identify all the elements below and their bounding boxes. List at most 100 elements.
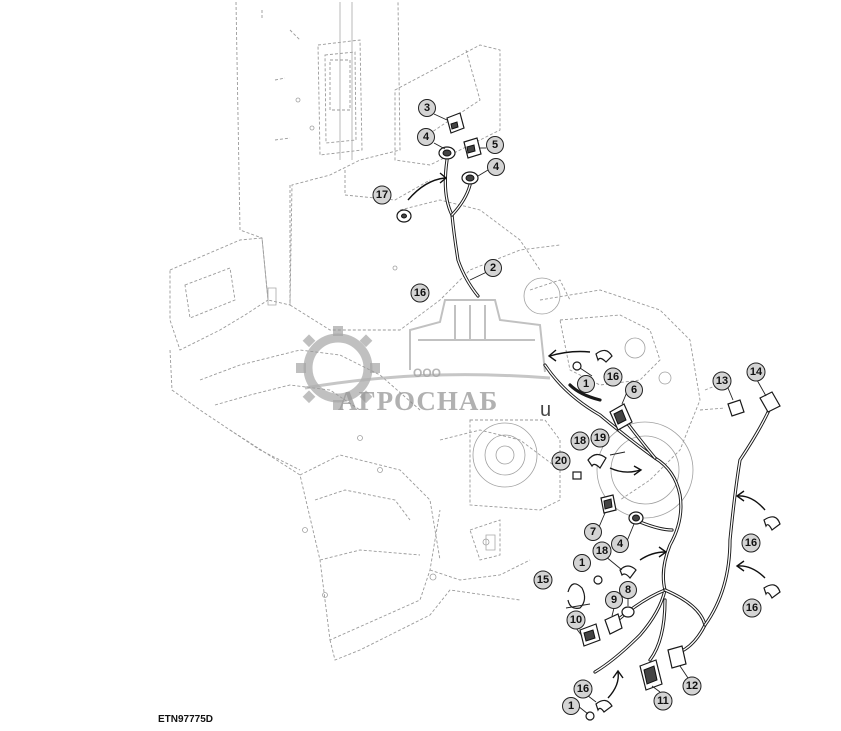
callout-4-lower-label: 4 [493,161,500,173]
callout-8: 8 [619,581,637,599]
harvester-logo-icon [409,299,546,373]
watermark-suffix: u [540,399,551,421]
callout-12-label: 12 [686,680,698,692]
callout-16-c-label: 16 [745,537,757,549]
callout-18-a-label: 18 [574,435,586,447]
callout-13-label: 13 [716,375,728,387]
callout-1-bottom-label: 1 [568,700,574,712]
callout-8-label: 8 [625,584,631,596]
callout-3-label: 3 [424,102,430,114]
arrow-18-lower [639,551,666,561]
callout-20-label: 20 [555,455,567,467]
clip-18-lower [619,565,637,579]
callout-20: 20 [551,451,571,471]
watermark-prefix: ООО [413,366,441,380]
relay-socket-lower [461,171,479,185]
socket-4-mid [628,511,644,525]
arrow-16-bottom [607,671,619,699]
callout-16-b: 16 [603,367,623,387]
callout-2: 2 [484,259,502,277]
connector-6 [609,403,633,431]
company-watermark: ООО АГРОСНАБ u [296,299,551,421]
callout-4-lower: 4 [487,158,505,176]
callout-6-label: 6 [631,384,637,396]
bolt-1-mid [593,575,603,585]
callout-14-label: 14 [750,366,763,378]
figure-code: ETN97775D [158,714,213,725]
callout-10-label: 10 [570,614,582,626]
callout-5-label: 5 [492,139,498,151]
callout-12: 12 [682,676,702,696]
callout-4-upper: 4 [417,128,435,146]
callout-4-upper-label: 4 [423,131,430,143]
relay-socket-upper [438,146,456,160]
callout-1-upper-label: 1 [583,378,589,390]
callout-19: 19 [590,428,610,448]
relay-3 [446,112,465,134]
arrow-16-right-upper [737,495,766,511]
clip-16-bottom [595,699,613,713]
relay-5 [463,137,482,159]
callout-11: 11 [653,691,673,711]
callout-16-a: 16 [410,283,430,303]
callout-17-label: 17 [376,189,388,201]
callout-14: 14 [746,362,766,382]
callout-19-label: 19 [594,432,606,444]
clip-16-right-lower [763,584,781,599]
callout-15: 15 [533,570,553,590]
clip-18-19 [587,451,626,469]
wiring-harness [443,158,772,674]
callout-1-mid: 1 [573,554,591,572]
direction-arrows [407,172,766,699]
callout-16-e-label: 16 [577,683,589,695]
gear-logo-icon [296,326,380,410]
callout-10: 10 [566,610,586,630]
callout-1-mid-label: 1 [579,557,585,569]
callout-7-label: 7 [590,526,596,538]
clamp-15 [565,583,591,609]
connector-11 [639,659,663,691]
callout-16-a-label: 16 [414,287,426,299]
callout-9-label: 9 [611,594,617,606]
callout-15-label: 15 [537,574,549,586]
callout-16-d-label: 16 [746,602,758,614]
callout-16-d: 16 [742,598,762,618]
arrow-17 [407,177,446,201]
connector-13 [727,399,745,417]
clip-17 [396,209,412,223]
callout-18-b-label: 18 [596,545,608,557]
callout-5: 5 [486,136,504,154]
connector-14 [759,391,781,413]
relay-7 [600,494,617,514]
callout-17: 17 [372,185,392,205]
callout-1-upper: 1 [577,375,595,393]
connector-10 [579,623,601,647]
callout-6: 6 [625,381,643,399]
callout-16-e: 16 [573,679,593,699]
arrow-16-right-lower [737,565,766,579]
callout-18-b: 18 [592,541,612,561]
callout-1-bottom: 1 [562,697,580,715]
callout-7: 7 [584,523,602,541]
callout-4-mid: 4 [611,535,629,553]
arrow-18-19 [609,467,641,473]
connector-9-8 [604,606,635,635]
callout-3: 3 [418,99,436,117]
callout-16-c: 16 [741,533,761,553]
watermark-company-name: АГРОСНАБ [338,386,498,416]
nut-20 [572,471,582,480]
callout-11-label: 11 [657,695,669,707]
callout-4-mid-label: 4 [617,538,624,550]
callout-9: 9 [605,591,623,609]
clip-16-right-upper [763,516,781,531]
machine-frame-outline [169,1,731,661]
callout-2-label: 2 [490,262,496,274]
arrow-upper-clip [549,350,591,357]
bolt-1-upper [572,361,582,371]
callout-13: 13 [712,371,732,391]
callout-18-a: 18 [570,431,590,451]
callout-16-b-label: 16 [607,371,619,383]
clip-16-upper [595,349,613,363]
connector-12 [667,645,687,669]
